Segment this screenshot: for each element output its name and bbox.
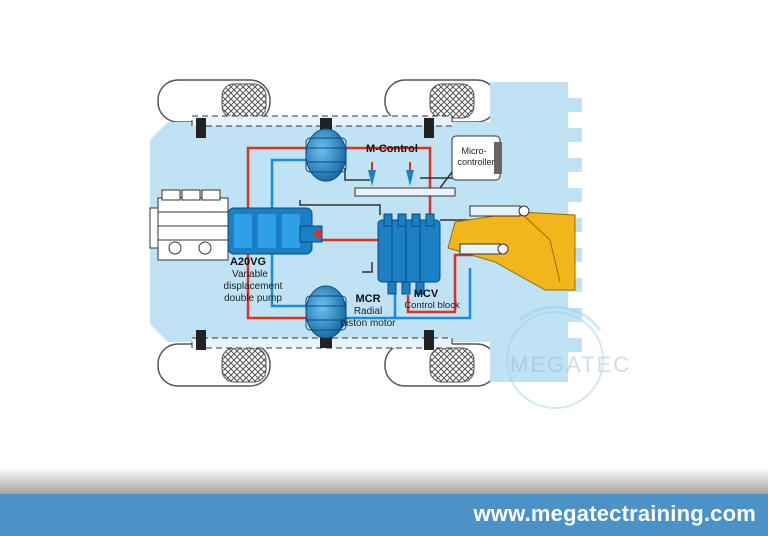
label-mcv-name: MCV bbox=[414, 288, 439, 300]
engine bbox=[149, 189, 229, 261]
hydraulic-lines bbox=[246, 146, 480, 320]
label-micro-1: Micro- bbox=[462, 146, 487, 156]
front-radial-motor bbox=[305, 118, 347, 182]
label-mcontrol: M-Control bbox=[366, 143, 418, 155]
m-control-unit bbox=[354, 162, 456, 197]
footer-bar: www.megatectraining.com bbox=[0, 494, 768, 536]
microcontroller bbox=[439, 135, 502, 189]
label-pump-desc-2: displacement bbox=[224, 281, 283, 292]
loader-bucket bbox=[447, 205, 576, 291]
wheel-front-left bbox=[157, 79, 271, 123]
wheel-front-right bbox=[384, 79, 498, 123]
footer-fade bbox=[0, 468, 768, 496]
watermark: MEGATEC bbox=[506, 305, 631, 409]
hydraulic-diagram: MEGATEC bbox=[149, 79, 631, 409]
label-mcr-desc-2: piston motor bbox=[340, 318, 396, 329]
labels: A20VG Variable displacement double pump … bbox=[224, 143, 495, 329]
label-mcv-desc: Control block bbox=[404, 300, 460, 311]
mcr-radial-motor bbox=[305, 285, 347, 348]
label-pump-desc-3: double pump bbox=[224, 293, 282, 304]
a20vg-pump bbox=[227, 207, 323, 255]
label-mcr-desc-1: Radial bbox=[354, 306, 382, 317]
wheel-rear-right bbox=[384, 343, 498, 387]
label-mcr-name: MCR bbox=[355, 293, 380, 305]
footer-url[interactable]: www.megatectraining.com bbox=[473, 501, 756, 526]
mcv-control-block bbox=[377, 213, 441, 295]
label-pump-name: A20VG bbox=[230, 256, 266, 268]
label-micro-2: controller bbox=[457, 157, 494, 167]
watermark-text: MEGATEC bbox=[510, 352, 631, 377]
label-pump-desc-1: Variable bbox=[232, 269, 268, 280]
wheel-rear-left bbox=[157, 343, 271, 387]
